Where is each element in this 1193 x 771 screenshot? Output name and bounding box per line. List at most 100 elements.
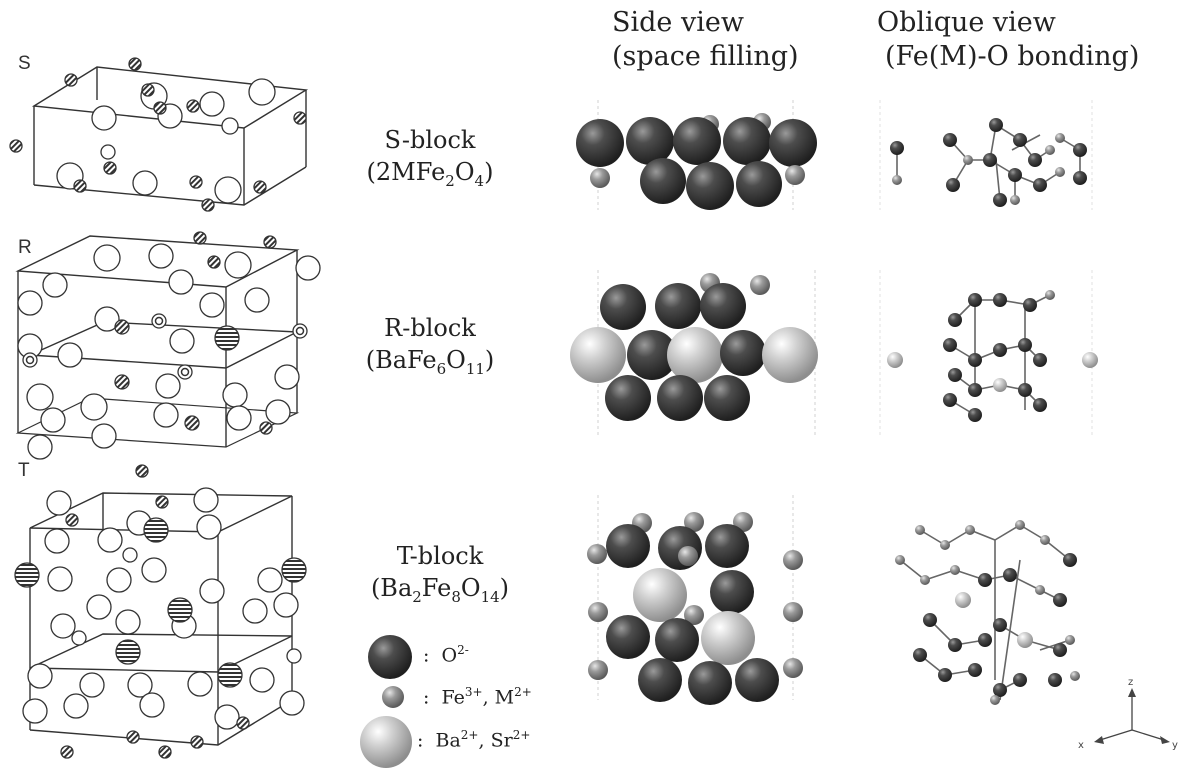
space-filling-sphere [700,283,746,329]
cell-atom [167,597,193,623]
cell-atom [115,609,141,635]
bond-atom [1010,195,1020,205]
bond-atom [948,313,962,327]
cell-atom [259,421,273,435]
space-filling-sphere [600,284,646,330]
cell-atom [199,578,225,604]
bond-atom [920,575,930,585]
bond-atom [943,338,957,352]
cell-atom [106,567,132,593]
cell-atom [199,91,225,117]
legend-oxygen-sphere [368,635,412,679]
cell-atom [214,325,240,351]
bond-atom [950,565,960,575]
space-filling-sphere [783,658,803,678]
cell-atom [40,407,66,433]
cell-atom [114,319,130,335]
bond-atom [968,293,982,307]
cell-atom [143,517,169,543]
cell-atom [224,251,252,279]
cell-atom [244,287,270,313]
bond-atom [1063,553,1077,567]
space-filling-sphere [605,375,651,421]
cell-atom [141,557,167,583]
bond-atom [895,555,905,565]
cell-atom [148,243,174,269]
bond-atom [1017,632,1033,648]
cell-atom [9,139,23,153]
bond-atom [1070,671,1080,681]
bond-atom [993,378,1007,392]
space-filling-sphere [684,512,704,532]
space-filling-sphere [658,526,702,570]
cell-atom [214,704,240,730]
space-filling-sphere [723,117,771,165]
cell-atom [263,235,277,249]
cell-atom [279,690,305,716]
block-letter-s: S [18,53,31,74]
cell-atom [193,487,219,513]
bond-atom [1035,585,1045,595]
space-filling-atoms [570,113,818,705]
space-filling-sphere [673,117,721,165]
cell-atom [128,57,142,71]
axis-x-label: x [1078,740,1084,751]
cell-atom [190,735,204,749]
space-filling-sphere [588,602,608,622]
cell-atom [126,730,140,744]
space-filling-sphere [701,611,755,665]
space-filling-sphere [684,605,704,625]
bond-atom [1023,298,1037,312]
cell-atom [63,693,89,719]
space-filling-sphere [588,660,608,680]
space-filling-sphere [626,117,674,165]
bond-atom [1065,635,1075,645]
oblique-view-title: Oblique view [877,7,1056,38]
bond-atom [983,153,997,167]
cell-atom [184,415,200,431]
bond-atom [993,343,1007,357]
bond-atom [1082,352,1098,368]
bond-atom [890,141,904,155]
block-letter-t: T [18,460,30,481]
cell-atom [158,745,172,759]
bond-atom [1018,383,1032,397]
space-filling-sphere [633,568,687,622]
cell-atom [60,745,74,759]
bond [1039,639,1071,651]
bond-atom [1073,143,1087,157]
cell-atom [295,255,321,281]
space-filling-sphere [769,119,817,167]
space-filling-sphere [627,330,677,380]
cell-atom [94,306,120,332]
axis-z-label: z [1128,677,1133,688]
space-filling-sphere [606,524,650,568]
bond-atom [993,193,1007,207]
cell-atom [47,566,73,592]
cell-atom [168,269,194,295]
cell-atom [27,434,53,460]
cell-atom [115,639,141,665]
t-block-label: T-block (Ba2Fe8O14) [355,540,525,613]
cell-atom [242,598,268,624]
cell-atom [207,255,221,269]
cell-atom [86,594,112,620]
cell-atom [103,161,117,175]
cell-atom [122,547,138,563]
bond-atom [989,118,1003,132]
cell-atom [22,352,38,368]
bond-atom [946,178,960,192]
bond-atom [1073,171,1087,185]
cell-atom [79,672,105,698]
axis-triad [1094,688,1170,744]
cell-atom [169,328,195,354]
space-filling-sphere [688,661,732,705]
cell-atom [42,272,68,298]
legend-barium-label: : Ba2+, Sr2+ [417,728,531,752]
cell-atom [141,83,155,97]
bond-atom [968,663,982,677]
space-filling-sphere [587,544,607,564]
bond-atom [943,393,957,407]
cell-atom [22,698,48,724]
cell-atom [135,464,149,478]
